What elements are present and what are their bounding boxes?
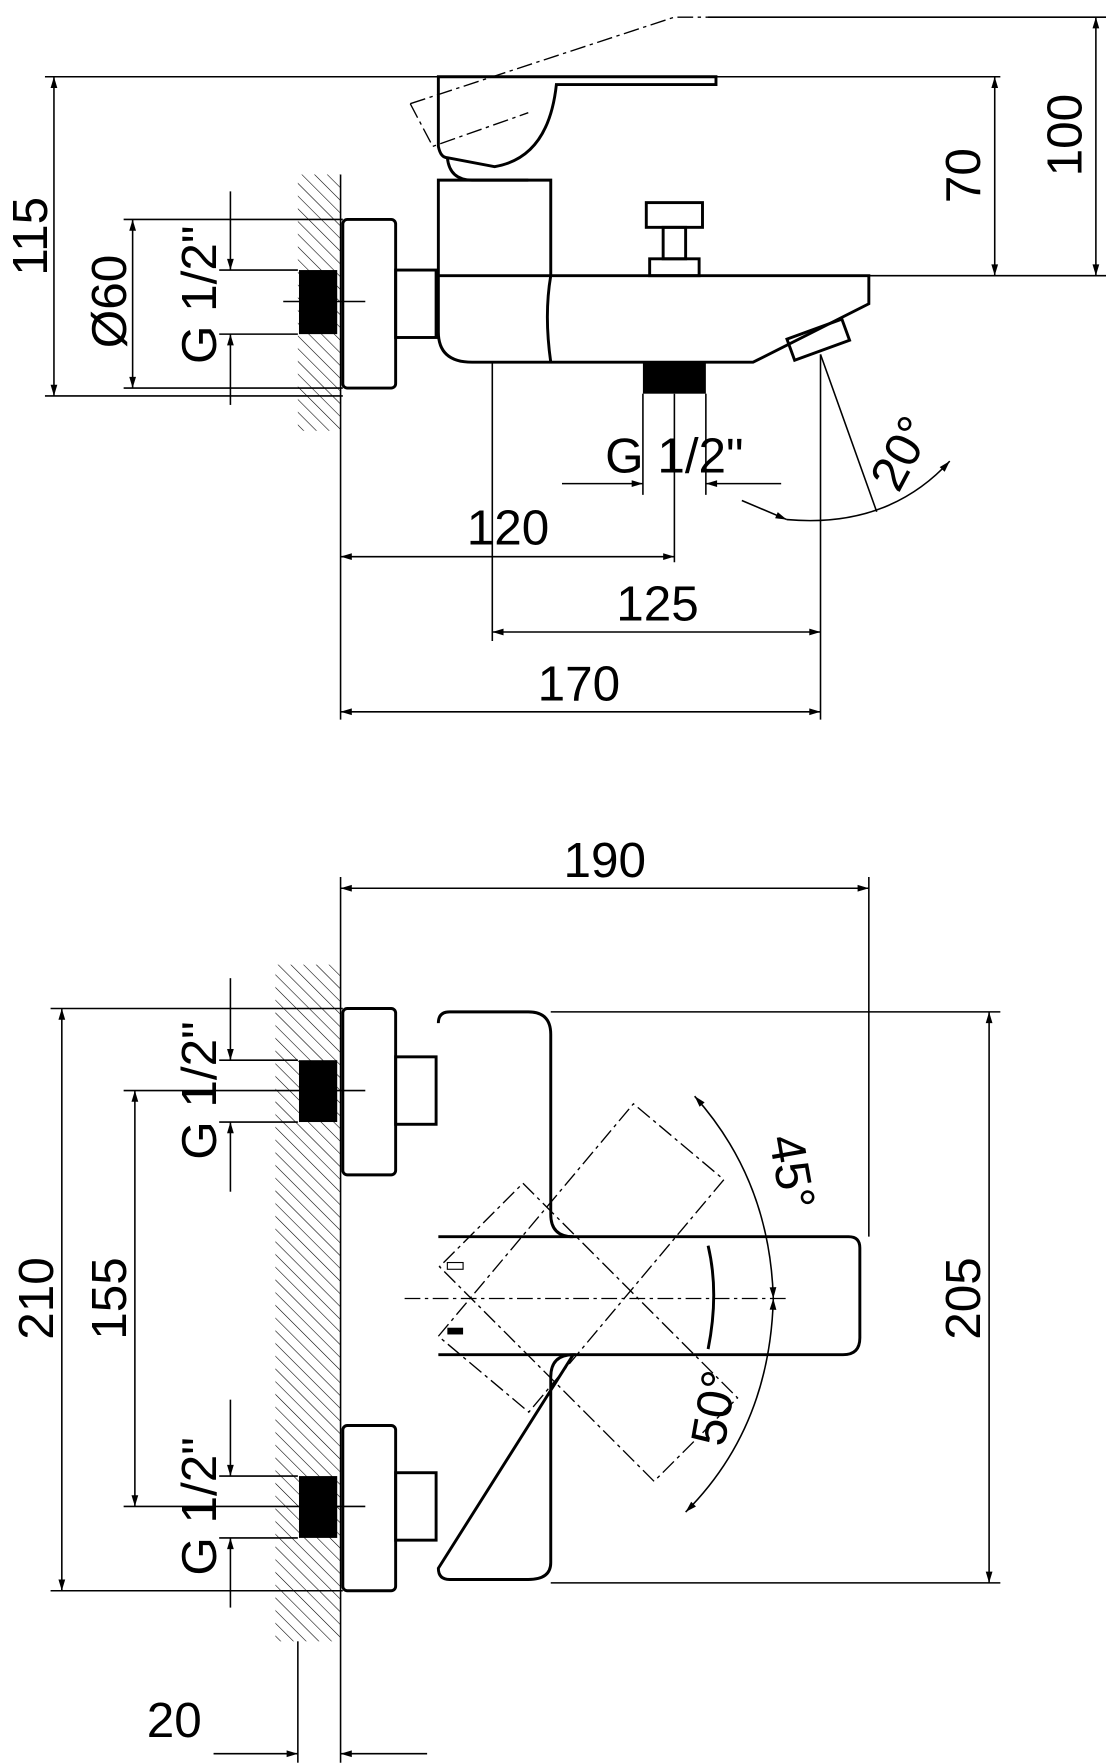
top-view: 190 210 155 G 1/2" G 1/2" 205 45° 50° 20 xyxy=(9,833,1001,1763)
dim-115: 115 xyxy=(3,197,58,276)
dim-angle-50: 50° xyxy=(681,1366,748,1449)
dim-outlet-thread: G 1/2" xyxy=(605,428,743,483)
outlet-thread xyxy=(642,362,706,394)
dim-100: 100 xyxy=(1037,94,1092,176)
dim-170: 170 xyxy=(538,657,620,712)
wall-flange xyxy=(341,218,398,390)
lever xyxy=(436,75,718,169)
lever-top xyxy=(438,1235,862,1357)
dim-190: 190 xyxy=(563,833,645,888)
dim-inlet-thread-lower: G 1/2" xyxy=(172,1437,227,1575)
dim-diameter-60: Ø60 xyxy=(82,255,137,348)
dim-angle-45: 45° xyxy=(758,1130,825,1213)
dim-20: 20 xyxy=(147,1693,202,1748)
diverter-knob xyxy=(644,201,704,229)
lever-alt-position xyxy=(409,16,716,148)
dim-125: 125 xyxy=(616,577,698,632)
dim-inlet-thread: G 1/2" xyxy=(172,226,227,364)
flange-lower xyxy=(341,1424,398,1593)
dim-210: 210 xyxy=(9,1257,64,1339)
dim-155: 155 xyxy=(82,1257,137,1339)
inlet-pipe xyxy=(394,268,438,339)
lever-alt-50 xyxy=(437,1102,725,1414)
mixer-body xyxy=(436,178,871,364)
dim-spout-angle: 20° xyxy=(860,407,944,499)
flange-upper xyxy=(341,1007,398,1177)
side-view: 115 Ø60 G 1/2" 70 100 G 1/2" 20° 120 125… xyxy=(3,16,1106,720)
dim-120: 120 xyxy=(467,500,549,555)
dim-70: 70 xyxy=(936,148,991,203)
mixer-body-top xyxy=(436,1010,576,1581)
aerator xyxy=(785,317,852,363)
dim-205: 205 xyxy=(936,1257,991,1339)
dim-inlet-thread-upper: G 1/2" xyxy=(172,1021,227,1159)
